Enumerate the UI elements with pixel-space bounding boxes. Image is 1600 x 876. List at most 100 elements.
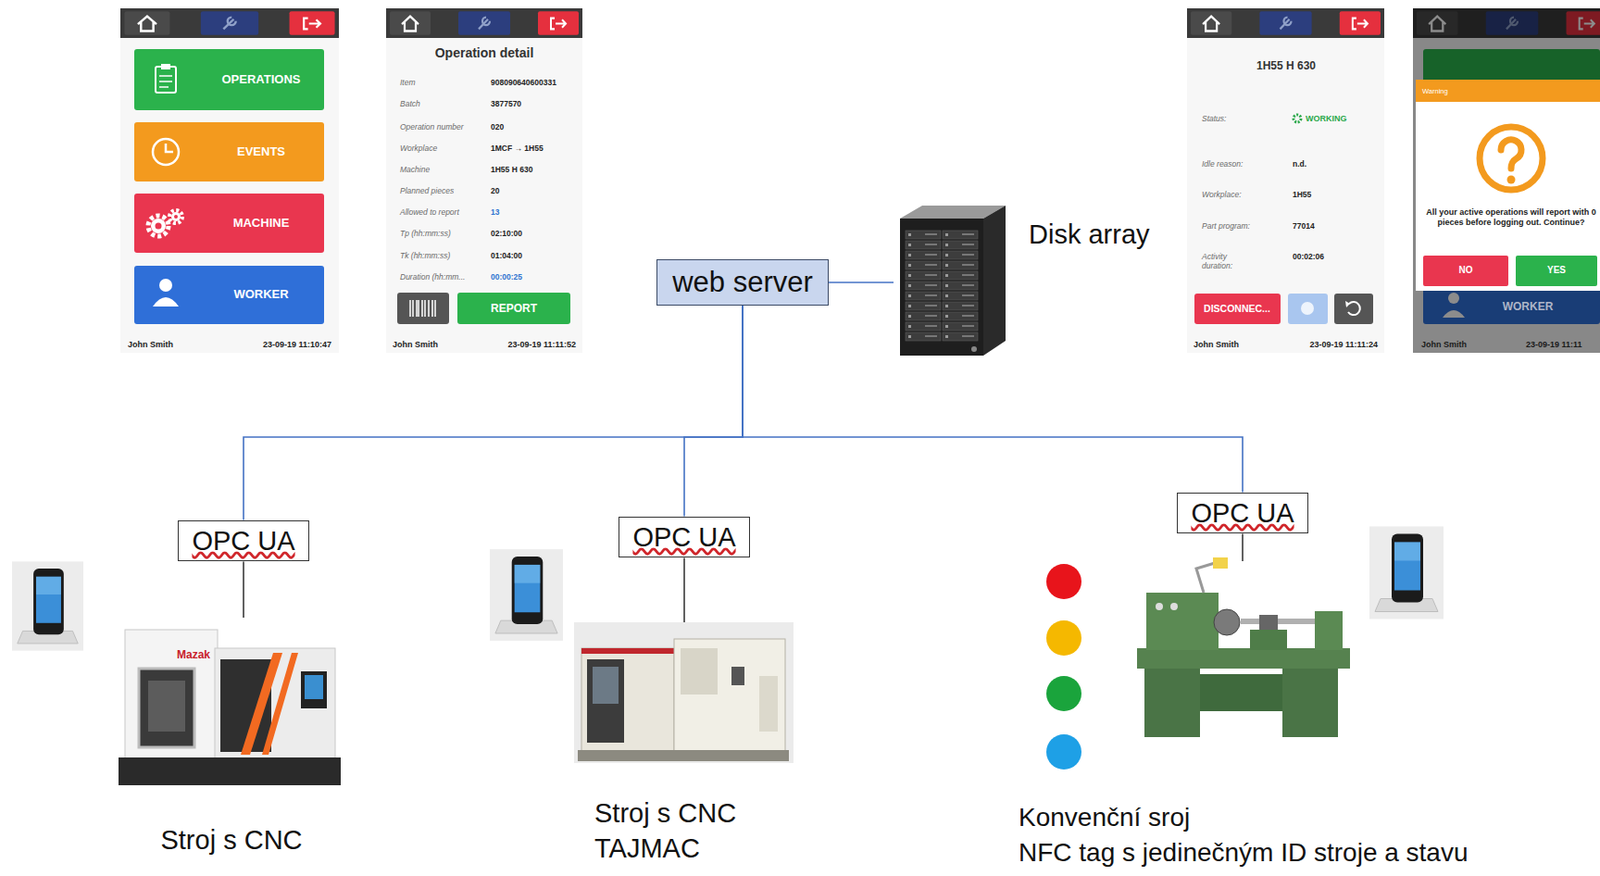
status-light xyxy=(1046,734,1082,770)
connector xyxy=(243,305,743,521)
conventional-lathe-illustration xyxy=(1170,602,1178,611)
field-name: Activity duration: xyxy=(1201,251,1250,271)
node-text: NFC tag s jedinečným ID stroje a stavu xyxy=(1018,835,1556,871)
conventional-lathe-illustration xyxy=(1196,562,1215,593)
app-screenshot xyxy=(386,8,583,353)
timestamp: 23-09-19 11:11:24 xyxy=(1275,339,1378,350)
node-text: OPC UA xyxy=(632,521,736,554)
app-screenshot xyxy=(148,215,169,237)
connector xyxy=(742,305,1243,493)
app-screenshot xyxy=(1507,175,1516,185)
field-value: 13 xyxy=(490,207,579,217)
field-value: n.d. xyxy=(1292,159,1381,169)
field-name: Batch xyxy=(400,99,488,109)
node-text: Stroj s CNC TAJMAC xyxy=(594,795,762,866)
status-light xyxy=(1046,620,1082,656)
app-screenshot xyxy=(1334,293,1374,325)
app-screenshot xyxy=(169,210,183,224)
app-screenshot xyxy=(1187,8,1385,353)
button-label: DISCONNEC... xyxy=(1195,302,1279,315)
protocol-box: OPC UA xyxy=(618,516,750,559)
node-text: OPC UA xyxy=(1190,497,1294,530)
app-screenshot xyxy=(155,66,176,93)
button-label: MACHINE xyxy=(191,215,331,231)
cnc-machine-illustration xyxy=(138,668,195,748)
field-name: Duration (hh:mm... xyxy=(400,272,488,282)
field-value: 1H55 xyxy=(1292,189,1381,200)
app-screenshot xyxy=(159,278,173,292)
field-value: 01:04:00 xyxy=(490,250,579,261)
app-screenshot xyxy=(386,8,583,353)
app-screenshot xyxy=(457,292,571,325)
protocol-box: OPC UA xyxy=(1176,492,1308,535)
conventional-lathe-illustration xyxy=(1240,618,1320,625)
cnc-machine-illustration xyxy=(577,750,789,762)
app-screenshot xyxy=(1287,293,1328,325)
field-name: Operation number xyxy=(400,122,488,132)
conventional-lathe-illustration xyxy=(1314,611,1343,650)
protocol-box: OPC UA xyxy=(177,520,309,563)
cnc-machine-illustration xyxy=(581,648,675,654)
app-screenshot xyxy=(1479,126,1543,190)
button-label: WORKER xyxy=(1481,300,1575,313)
connector xyxy=(828,281,894,284)
phone-illustration xyxy=(12,561,84,650)
field-value: 1MCF → 1H55 xyxy=(490,143,579,153)
app-screenshot xyxy=(165,143,174,152)
timestamp: 23-09-19 11:10:47 xyxy=(229,339,332,350)
caption: Disk array xyxy=(1028,216,1168,252)
node-text: Konvenční sroj xyxy=(1018,800,1556,836)
caption: Stroj s CNC TAJMAC xyxy=(594,795,762,866)
field-value: 00:02:06 xyxy=(1292,251,1381,262)
cnc-machine-illustration xyxy=(581,648,675,752)
brand-logo: Mazak xyxy=(165,648,222,662)
field-value: 1H55 H 630 xyxy=(490,164,579,175)
app-screenshot xyxy=(152,138,179,165)
field-value: 00:00:25 xyxy=(490,272,579,282)
app-screenshot xyxy=(1415,79,1600,102)
field-name: Tp (hh:mm:ss) xyxy=(400,228,488,238)
button-label: WORKER xyxy=(191,287,331,302)
field-name: Status: xyxy=(1201,113,1286,124)
user-name: John Smith xyxy=(1421,339,1505,350)
conventional-lathe-illustration xyxy=(1137,557,1350,738)
app-screenshot xyxy=(174,214,178,219)
field-name: Allowed to report xyxy=(400,207,488,217)
app-screenshot xyxy=(152,297,179,307)
app-screenshot xyxy=(1423,255,1509,287)
server-box: web server xyxy=(656,259,829,305)
timestamp: 23-09-19 11:11 xyxy=(1525,339,1597,350)
app-screenshot xyxy=(159,75,173,88)
cnc-machine-illustration xyxy=(574,622,794,763)
conventional-lathe-illustration xyxy=(1250,629,1288,650)
cnc-machine-illustration xyxy=(587,659,625,743)
cnc-machine-illustration xyxy=(674,638,786,752)
node-text: web server xyxy=(672,264,813,300)
connector xyxy=(683,557,686,623)
cnc-machine-illustration xyxy=(118,629,341,786)
node-text: Disk array xyxy=(1028,216,1168,252)
app-screenshot xyxy=(1415,79,1600,291)
status-value: WORKING xyxy=(1305,113,1380,125)
app-screenshot xyxy=(1412,8,1600,353)
field-value: 908090640600331 xyxy=(490,77,579,88)
field-value: 3877570 xyxy=(490,99,579,109)
disk-array-illustration xyxy=(900,218,984,356)
cnc-machine-illustration xyxy=(148,680,186,732)
field-value: 02:10:00 xyxy=(490,228,579,238)
app-screenshot xyxy=(1515,255,1598,287)
app-screenshot xyxy=(1348,301,1361,315)
timestamp: 23-09-19 11:11:52 xyxy=(474,339,576,350)
cnc-machine-illustration xyxy=(680,648,718,695)
field-value: 20 xyxy=(490,186,579,196)
cnc-machine-illustration xyxy=(214,648,336,760)
conventional-lathe-illustration xyxy=(1259,614,1278,630)
connector xyxy=(242,561,245,618)
disk-array-illustration xyxy=(900,205,1006,356)
machine-node: Stroj s CNC xyxy=(115,617,348,858)
app-screenshot xyxy=(1412,8,1600,353)
button-label: REPORT xyxy=(462,301,565,315)
phone-illustration xyxy=(489,549,563,641)
